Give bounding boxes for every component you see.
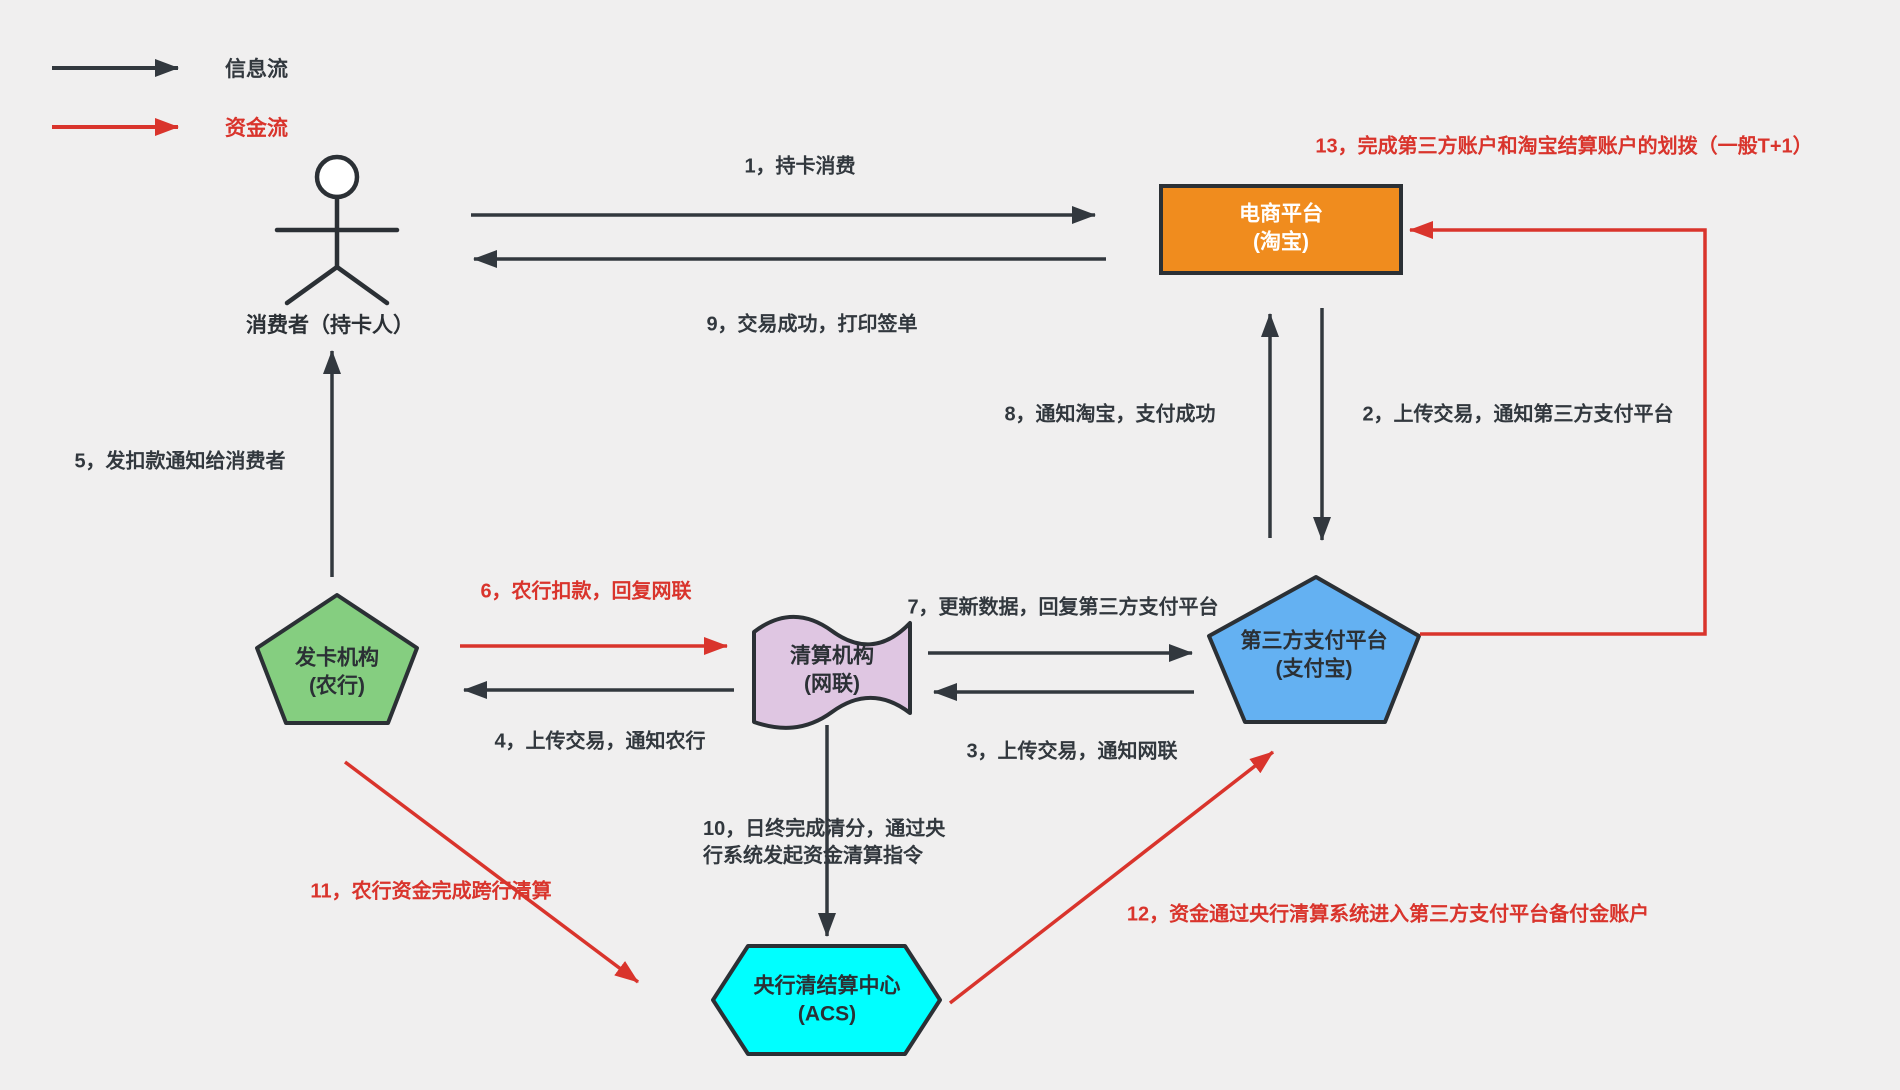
- abc-node-label-line1: 发卡机构: [295, 646, 379, 670]
- legend-info-flow-label: 信息流: [225, 58, 288, 81]
- alipay-node-label-line1: 第三方支付平台: [1240, 629, 1388, 653]
- acs-node-label-line2: (ACS): [797, 1002, 857, 1025]
- stick-figure-head: [314, 154, 360, 200]
- acs-node-label-line1: 央行清结算中心: [753, 974, 901, 998]
- abc-node-shape: [255, 593, 419, 725]
- stick-figure-right-leg: [334, 264, 390, 306]
- stick-figure-left-leg: [284, 264, 340, 306]
- flow-4-label: 4，上传交易，通知农行: [494, 730, 706, 753]
- taobao-node-label-line1: 电商平台: [1239, 202, 1323, 226]
- taobao-node-shape: [1159, 184, 1403, 275]
- alipay-node-label-line2: (支付宝): [1275, 657, 1353, 680]
- taobao-node-label: 电商平台 (淘宝): [1239, 200, 1323, 255]
- consumer-stick-figure: [274, 154, 400, 306]
- flow-9-label: 9，交易成功，打印签单: [706, 313, 918, 336]
- flow-7-label: 7，更新数据，回复第三方支付平台: [907, 596, 1219, 619]
- consumer-node-label: 消费者（持卡人）: [246, 314, 414, 338]
- nets-node-label-line1: 清算机构: [790, 644, 874, 668]
- acs-node-shape: [711, 944, 942, 1056]
- flow-5-label: 5，发扣款通知给消费者: [74, 450, 286, 473]
- legend-fund-flow-label: 资金流: [225, 117, 288, 140]
- abc-node-label-line2: (农行): [309, 674, 365, 697]
- abc-node-label: 发卡机构 (农行): [295, 644, 379, 699]
- flow-12-label: 12，资金通过央行清算系统进入第三方支付平台备付金账户: [1126, 903, 1650, 926]
- alipay-node-label: 第三方支付平台 (支付宝): [1241, 627, 1388, 682]
- flow-13-label: 13，完成第三方账户和淘宝结算账户的划拨（一般T+1）: [1315, 135, 1813, 158]
- flow-2-label: 2，上传交易，通知第三方支付平台: [1362, 403, 1674, 426]
- nets-node-label: 清算机构 (网联): [790, 642, 874, 697]
- flow-8-label: 8，通知淘宝，支付成功: [1004, 403, 1216, 426]
- flow-11-arrow: [343, 760, 640, 984]
- flow-1-label: 1，持卡消费: [744, 155, 856, 178]
- acs-node-label: 央行清结算中心 (ACS): [754, 972, 901, 1027]
- nets-node-shape: [752, 614, 912, 730]
- flow-13-arrow: [1409, 221, 1707, 636]
- flow-6-label: 6，农行扣款，回复网联: [480, 580, 692, 603]
- taobao-node-label-line2: (淘宝): [1253, 230, 1309, 253]
- nets-node-label-line2: (网联): [804, 672, 860, 695]
- alipay-node-shape: [1207, 575, 1421, 724]
- flow-12-arrow: [948, 750, 1275, 1005]
- flow-11-label: 11，农行资金完成跨行清算: [310, 880, 552, 903]
- flow-3-label: 3，上传交易，通知网联: [966, 740, 1178, 763]
- flow-10-label: 10，日终完成清分，通过央 行系统发起资金清算指令: [703, 818, 946, 867]
